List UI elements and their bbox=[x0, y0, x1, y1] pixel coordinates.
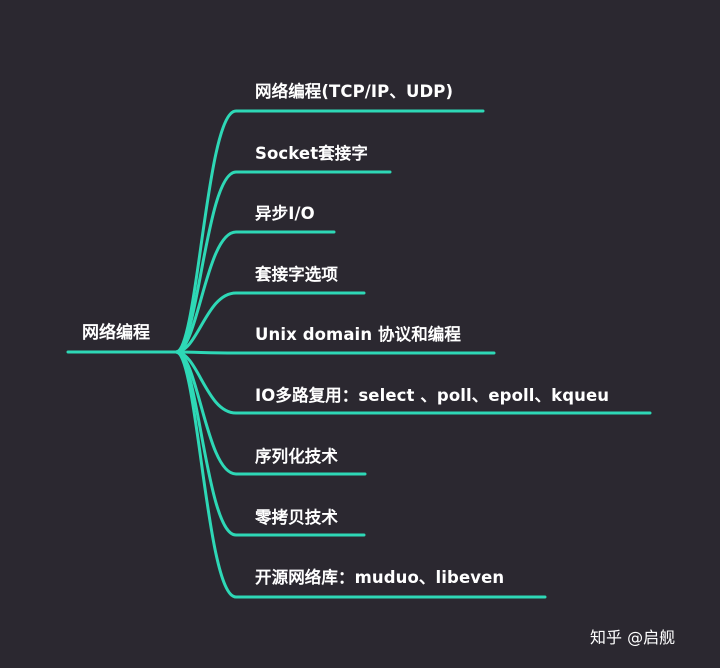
branch-label-socket-options: 套接字选项 bbox=[255, 265, 338, 284]
branch-label-open-source-libs: 开源网络库：muduo、libeven bbox=[255, 568, 505, 587]
branch-label-async-io: 异步I/O bbox=[255, 204, 315, 223]
branch-connector-3 bbox=[174, 230, 336, 354]
branch-label-serialization: 序列化技术 bbox=[255, 447, 338, 466]
watermark: 知乎 @启舰 bbox=[590, 628, 676, 647]
branch-label-socket: Socket套接字 bbox=[255, 144, 369, 163]
branch-label-network-tcp-udp: 网络编程(TCP/IP、UDP) bbox=[255, 82, 454, 101]
branch-label-zero-copy: 零拷贝技术 bbox=[255, 508, 338, 527]
branch-label-io-multiplexing: IO多路复用：select 、poll、epoll、kqueu bbox=[255, 386, 610, 405]
branch-label-unix-domain: Unix domain 协议和编程 bbox=[255, 325, 462, 344]
root-node-label: 网络编程 bbox=[82, 323, 150, 343]
branch-connector-2 bbox=[174, 170, 392, 354]
branch-connector-5 bbox=[174, 350, 496, 355]
branch-connector-4 bbox=[174, 291, 366, 354]
branch-connector-9 bbox=[174, 350, 547, 599]
